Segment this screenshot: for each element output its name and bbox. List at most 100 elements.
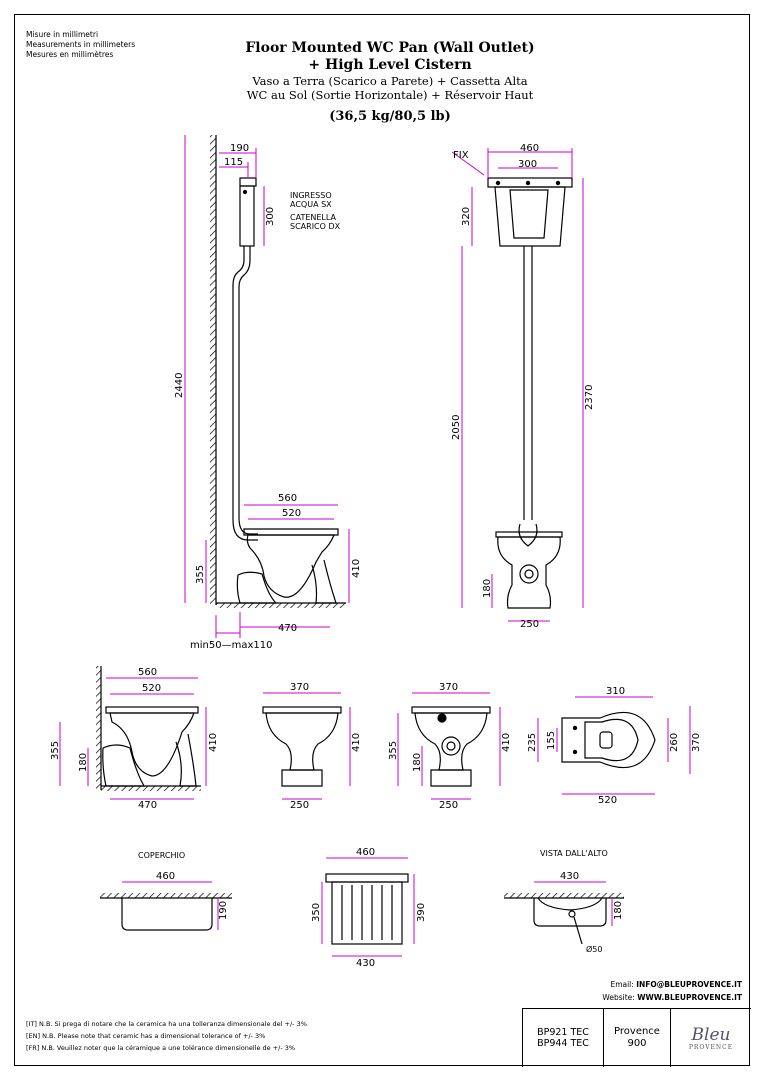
dim-r2d-155: 155 <box>546 731 557 750</box>
row2c-base <box>430 769 472 787</box>
drawing-frame <box>14 14 750 1066</box>
cistern-top-outlet <box>568 910 576 918</box>
dim-side-520: 520 <box>282 508 301 519</box>
label-catenella-2: SCARICO DX <box>290 222 341 231</box>
dim-front-250: 250 <box>520 619 539 630</box>
dim-r2d-235: 235 <box>527 733 538 752</box>
code-2: BP944 TEC <box>537 1038 589 1049</box>
dim-r2d-370: 370 <box>691 733 702 752</box>
cistern-top-body <box>533 898 607 927</box>
fix-hole-left <box>495 180 501 186</box>
contact-info: Email: INFO@BLEUPROVENCE.IT Website: WWW… <box>602 978 742 1004</box>
dim-r2a-180: 180 <box>78 753 89 772</box>
dim-r2c-180: 180 <box>412 753 423 772</box>
floor-hatch <box>216 603 346 608</box>
row2b-seat <box>262 706 342 714</box>
dim-side-410: 410 <box>351 559 362 578</box>
label-vista-dall-alto: VISTA DALL'ALTO <box>540 849 608 858</box>
front-outlet <box>519 564 539 584</box>
brand-logo: Bleu PROVENCE <box>671 1009 751 1067</box>
front-seat <box>495 531 563 538</box>
row2c-outlet-inner <box>446 741 456 751</box>
pan-outlet <box>236 571 278 604</box>
dim-front-180: 180 <box>482 579 493 598</box>
dim-r2b-250: 250 <box>290 800 309 811</box>
row2-foot <box>175 733 197 787</box>
label-coperchio: COPERCHIO <box>138 851 185 860</box>
dim-top-180: 180 <box>613 901 624 920</box>
dim-side-355: 355 <box>195 565 206 584</box>
flush-pipe-a <box>232 246 258 541</box>
topview-fix-1 <box>572 725 578 731</box>
dim-r2a-410: 410 <box>208 733 219 752</box>
dim-front-2370: 2370 <box>584 385 595 410</box>
website-label: Website: <box>602 993 635 1002</box>
dim-r2d-260: 260 <box>669 733 680 752</box>
dim-top-430: 430 <box>560 871 579 882</box>
dim-r2a-520: 520 <box>142 683 161 694</box>
cistern-inlet <box>242 189 248 195</box>
row2-floor-hatch <box>101 786 201 791</box>
dim-front-460: 460 <box>520 143 539 154</box>
dim-r2a-470: 470 <box>138 800 157 811</box>
title-line-2: + High Level Cistern <box>308 57 472 73</box>
row2-bowl <box>109 712 195 777</box>
dim-front-320: 320 <box>461 207 472 226</box>
series-2: 900 <box>627 1038 647 1049</box>
front-cistern-panel <box>509 189 549 239</box>
cistern-front-panels <box>341 885 393 940</box>
dim-side-2440: 2440 <box>174 373 185 398</box>
front-connector <box>518 523 538 547</box>
row2-rear-view <box>411 706 491 787</box>
dim-cistern-350: 350 <box>311 903 322 922</box>
row2-seat <box>105 706 199 714</box>
cistern-front-view <box>325 873 409 945</box>
note-it: [IT] N.B. Si prega di notare che la cera… <box>26 1020 307 1028</box>
fix-hole-right <box>555 180 561 186</box>
topview-fix-2 <box>572 749 578 755</box>
logo-text: Bleu <box>691 1024 731 1045</box>
series-name: Provence 900 <box>604 1009 671 1067</box>
dim-r2b-410: 410 <box>351 733 362 752</box>
row2-top-view <box>561 711 656 769</box>
dim-side-560: 560 <box>278 493 297 504</box>
dim-front-2050: 2050 <box>451 415 462 440</box>
label-fix: FIX <box>453 150 469 161</box>
dim-r2d-310: 310 <box>606 686 625 697</box>
units-en: Measurements in millimeters <box>26 40 136 49</box>
units-it: Misure in millimetri <box>26 30 99 39</box>
product-codes: BP921 TEC BP944 TEC <box>523 1009 604 1067</box>
title-italian: Vaso a Terra (Scarico a Parete) + Casset… <box>252 74 528 88</box>
website-link[interactable]: WWW.BLEUPROVENCE.IT <box>637 993 742 1002</box>
units-note: Misure in millimetri Measurements in mil… <box>26 30 135 60</box>
dim-r2c-410: 410 <box>501 733 512 752</box>
lid-wall-hatch <box>100 893 232 898</box>
dim-side-min-max: min50—max110 <box>190 640 272 651</box>
dim-r2a-560: 560 <box>138 667 157 678</box>
units-fr: Mesures en millimètres <box>26 50 114 59</box>
row2b-bowl <box>265 712 339 771</box>
dim-side-300: 300 <box>265 207 276 226</box>
dim-lid-190: 190 <box>218 901 229 920</box>
front-outlet-inner <box>524 569 534 579</box>
topview-outline <box>561 711 656 769</box>
cistern-top-view <box>504 893 624 945</box>
dim-cistern-390: 390 <box>416 903 427 922</box>
wall-hatch <box>210 135 216 605</box>
cistern-lid <box>239 177 257 187</box>
top-wall-hatch <box>504 893 624 898</box>
row2-front-view <box>262 706 342 787</box>
title-weight: (36,5 kg/80,5 lb) <box>329 109 451 124</box>
tolerance-notes: [IT] N.B. Si prega di notare che la cera… <box>26 1018 307 1054</box>
dim-side-115: 115 <box>224 157 243 168</box>
dimension-lines <box>59 135 691 957</box>
dim-front-300: 300 <box>518 159 537 170</box>
title-french: WC au Sol (Sortie Horizontale) + Réservo… <box>246 88 534 102</box>
series-1: Provence <box>614 1026 660 1037</box>
row2-outlet <box>102 744 146 787</box>
label-ingresso-1: INGRESSO <box>290 191 332 200</box>
dim-cistern-460: 460 <box>356 847 375 858</box>
email-link[interactable]: INFO@BLEUPROVENCE.IT <box>636 980 742 989</box>
dim-side-470: 470 <box>278 623 297 634</box>
